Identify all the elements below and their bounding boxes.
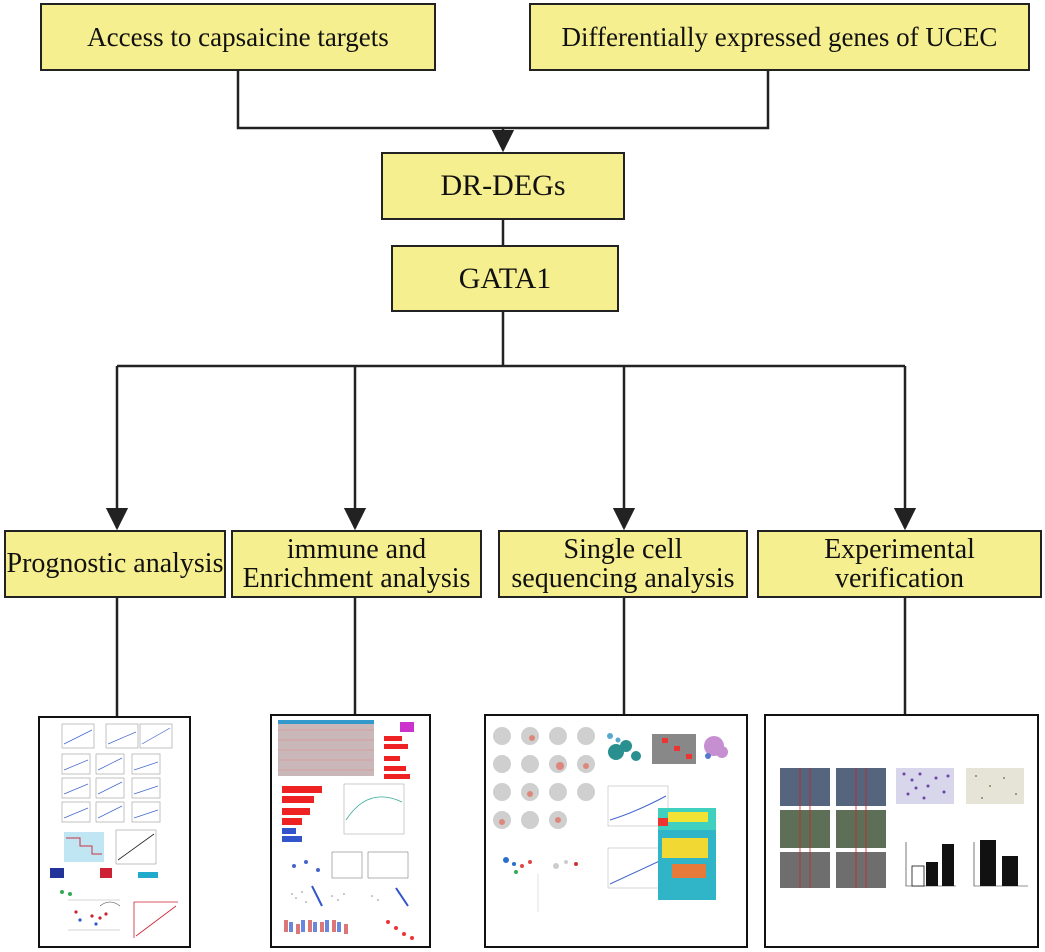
prognostic-analysis-figure-thumbnail: [38, 716, 191, 948]
prognostic-analysis-box: Prognostic analysis: [4, 530, 226, 598]
capsaicine-targets-label: Access to capsaicine targets: [87, 21, 389, 52]
immune-thumbnail-graphic: [278, 720, 414, 940]
experimental-thumbnail-graphic: [780, 768, 1028, 888]
dr-degs-box: DR-DEGs: [381, 152, 625, 220]
ucec-degs-box: Differentially expressed genes of UCEC: [529, 3, 1030, 71]
prognostic-thumbnail-graphic: [50, 723, 178, 938]
experimental-verification-label: Experimental verification: [824, 533, 975, 594]
immune-enrichment-box: immune and Enrichment analysis: [231, 530, 482, 598]
dr-degs-label: DR-DEGs: [440, 169, 566, 203]
gata1-label: GATA1: [458, 261, 552, 295]
experimental-verification-box: Experimental verification: [757, 530, 1042, 598]
single-cell-box: Single cell sequencing analysis: [498, 530, 748, 598]
single-cell-figure-thumbnail: [484, 714, 748, 948]
immune-enrichment-label-line1: immune and: [286, 533, 427, 565]
ucec-degs-label: Differentially expressed genes of UCEC: [561, 21, 998, 52]
immune-enrichment-label-line2: Enrichment analysis: [242, 563, 471, 594]
immune-enrichment-figure-thumbnail: [270, 714, 431, 948]
prognostic-analysis-label: Prognostic analysis: [6, 548, 224, 580]
single-cell-label-line2: sequencing analysis: [511, 563, 735, 594]
experimental-verification-figure-thumbnail: [764, 714, 1039, 948]
single-cell-thumbnail-graphic: [493, 727, 728, 912]
gata1-box: GATA1: [391, 245, 619, 312]
single-cell-label-line1: Single cell: [563, 533, 683, 565]
merge-line: [236, 70, 770, 130]
capsaicine-targets-box: Access to capsaicine targets: [40, 3, 436, 71]
